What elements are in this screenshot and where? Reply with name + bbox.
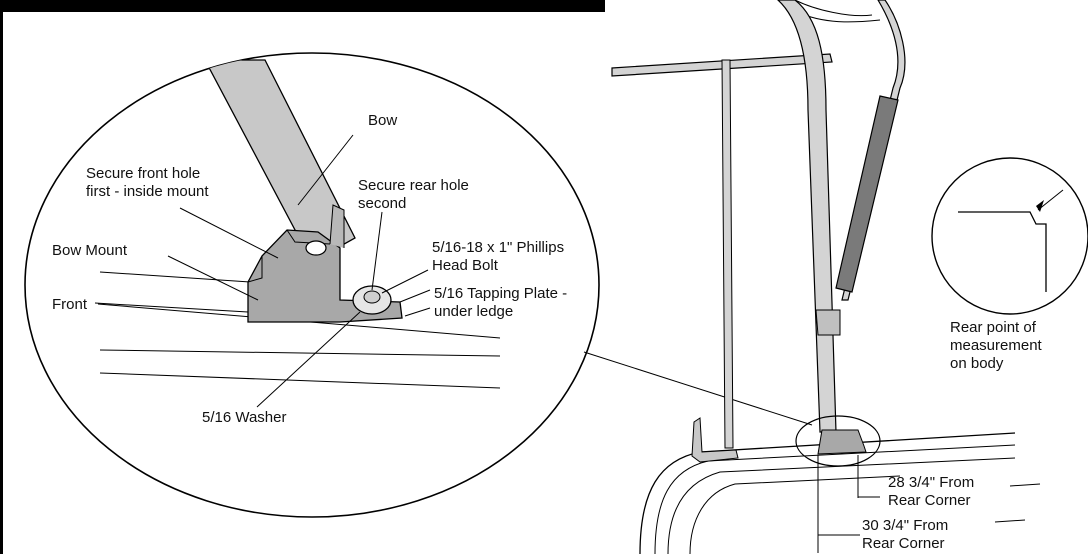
label-rear-point-3: on body xyxy=(950,355,1004,372)
label-rear-hole-1: Secure rear hole xyxy=(358,177,469,194)
label-front: Front xyxy=(52,296,88,313)
label-rear-point-2: measurement xyxy=(950,337,1043,354)
front-hole xyxy=(305,240,327,256)
detail-connector xyxy=(583,351,813,426)
label-bow: Bow xyxy=(368,112,397,129)
label-dim-28-1: 28 3/4" From xyxy=(888,474,974,491)
label-rear-hole-2: second xyxy=(358,195,406,212)
label-bow-mount: Bow Mount xyxy=(52,242,128,259)
label-tapping-2: under ledge xyxy=(434,303,513,320)
label-washer: 5/16 Washer xyxy=(202,409,287,426)
label-bolt-2: Head Bolt xyxy=(432,257,499,274)
label-front-hole-1: Secure front hole xyxy=(86,165,200,182)
mount-highlight-circle xyxy=(795,415,881,467)
label-bolt-1: 5/16-18 x 1" Phillips xyxy=(432,239,564,256)
label-dim-30-2: Rear Corner xyxy=(862,535,945,552)
vehicle-body xyxy=(639,415,1016,554)
detail-callout: Bow Secure front hole first - inside mou… xyxy=(24,52,600,518)
label-front-hole-2: first - inside mount xyxy=(86,183,209,200)
label-dim-30-1: 30 3/4" From xyxy=(862,517,948,534)
bow-bar xyxy=(203,59,356,263)
label-tapping-1: 5/16 Tapping Plate - xyxy=(434,285,567,302)
label-rear-point-1: Rear point of xyxy=(950,319,1037,336)
rear-point-circle xyxy=(931,157,1088,315)
page-frame xyxy=(0,0,605,554)
bolt-head xyxy=(363,290,381,304)
dimensions: 28 3/4" From Rear Corner 30 3/4" From Re… xyxy=(817,455,1041,553)
rear-point-detail: Rear point of measurement on body xyxy=(931,157,1088,372)
label-dim-28-2: Rear Corner xyxy=(888,492,971,509)
dark-sleeve xyxy=(835,95,899,293)
top-assembly xyxy=(611,0,906,449)
